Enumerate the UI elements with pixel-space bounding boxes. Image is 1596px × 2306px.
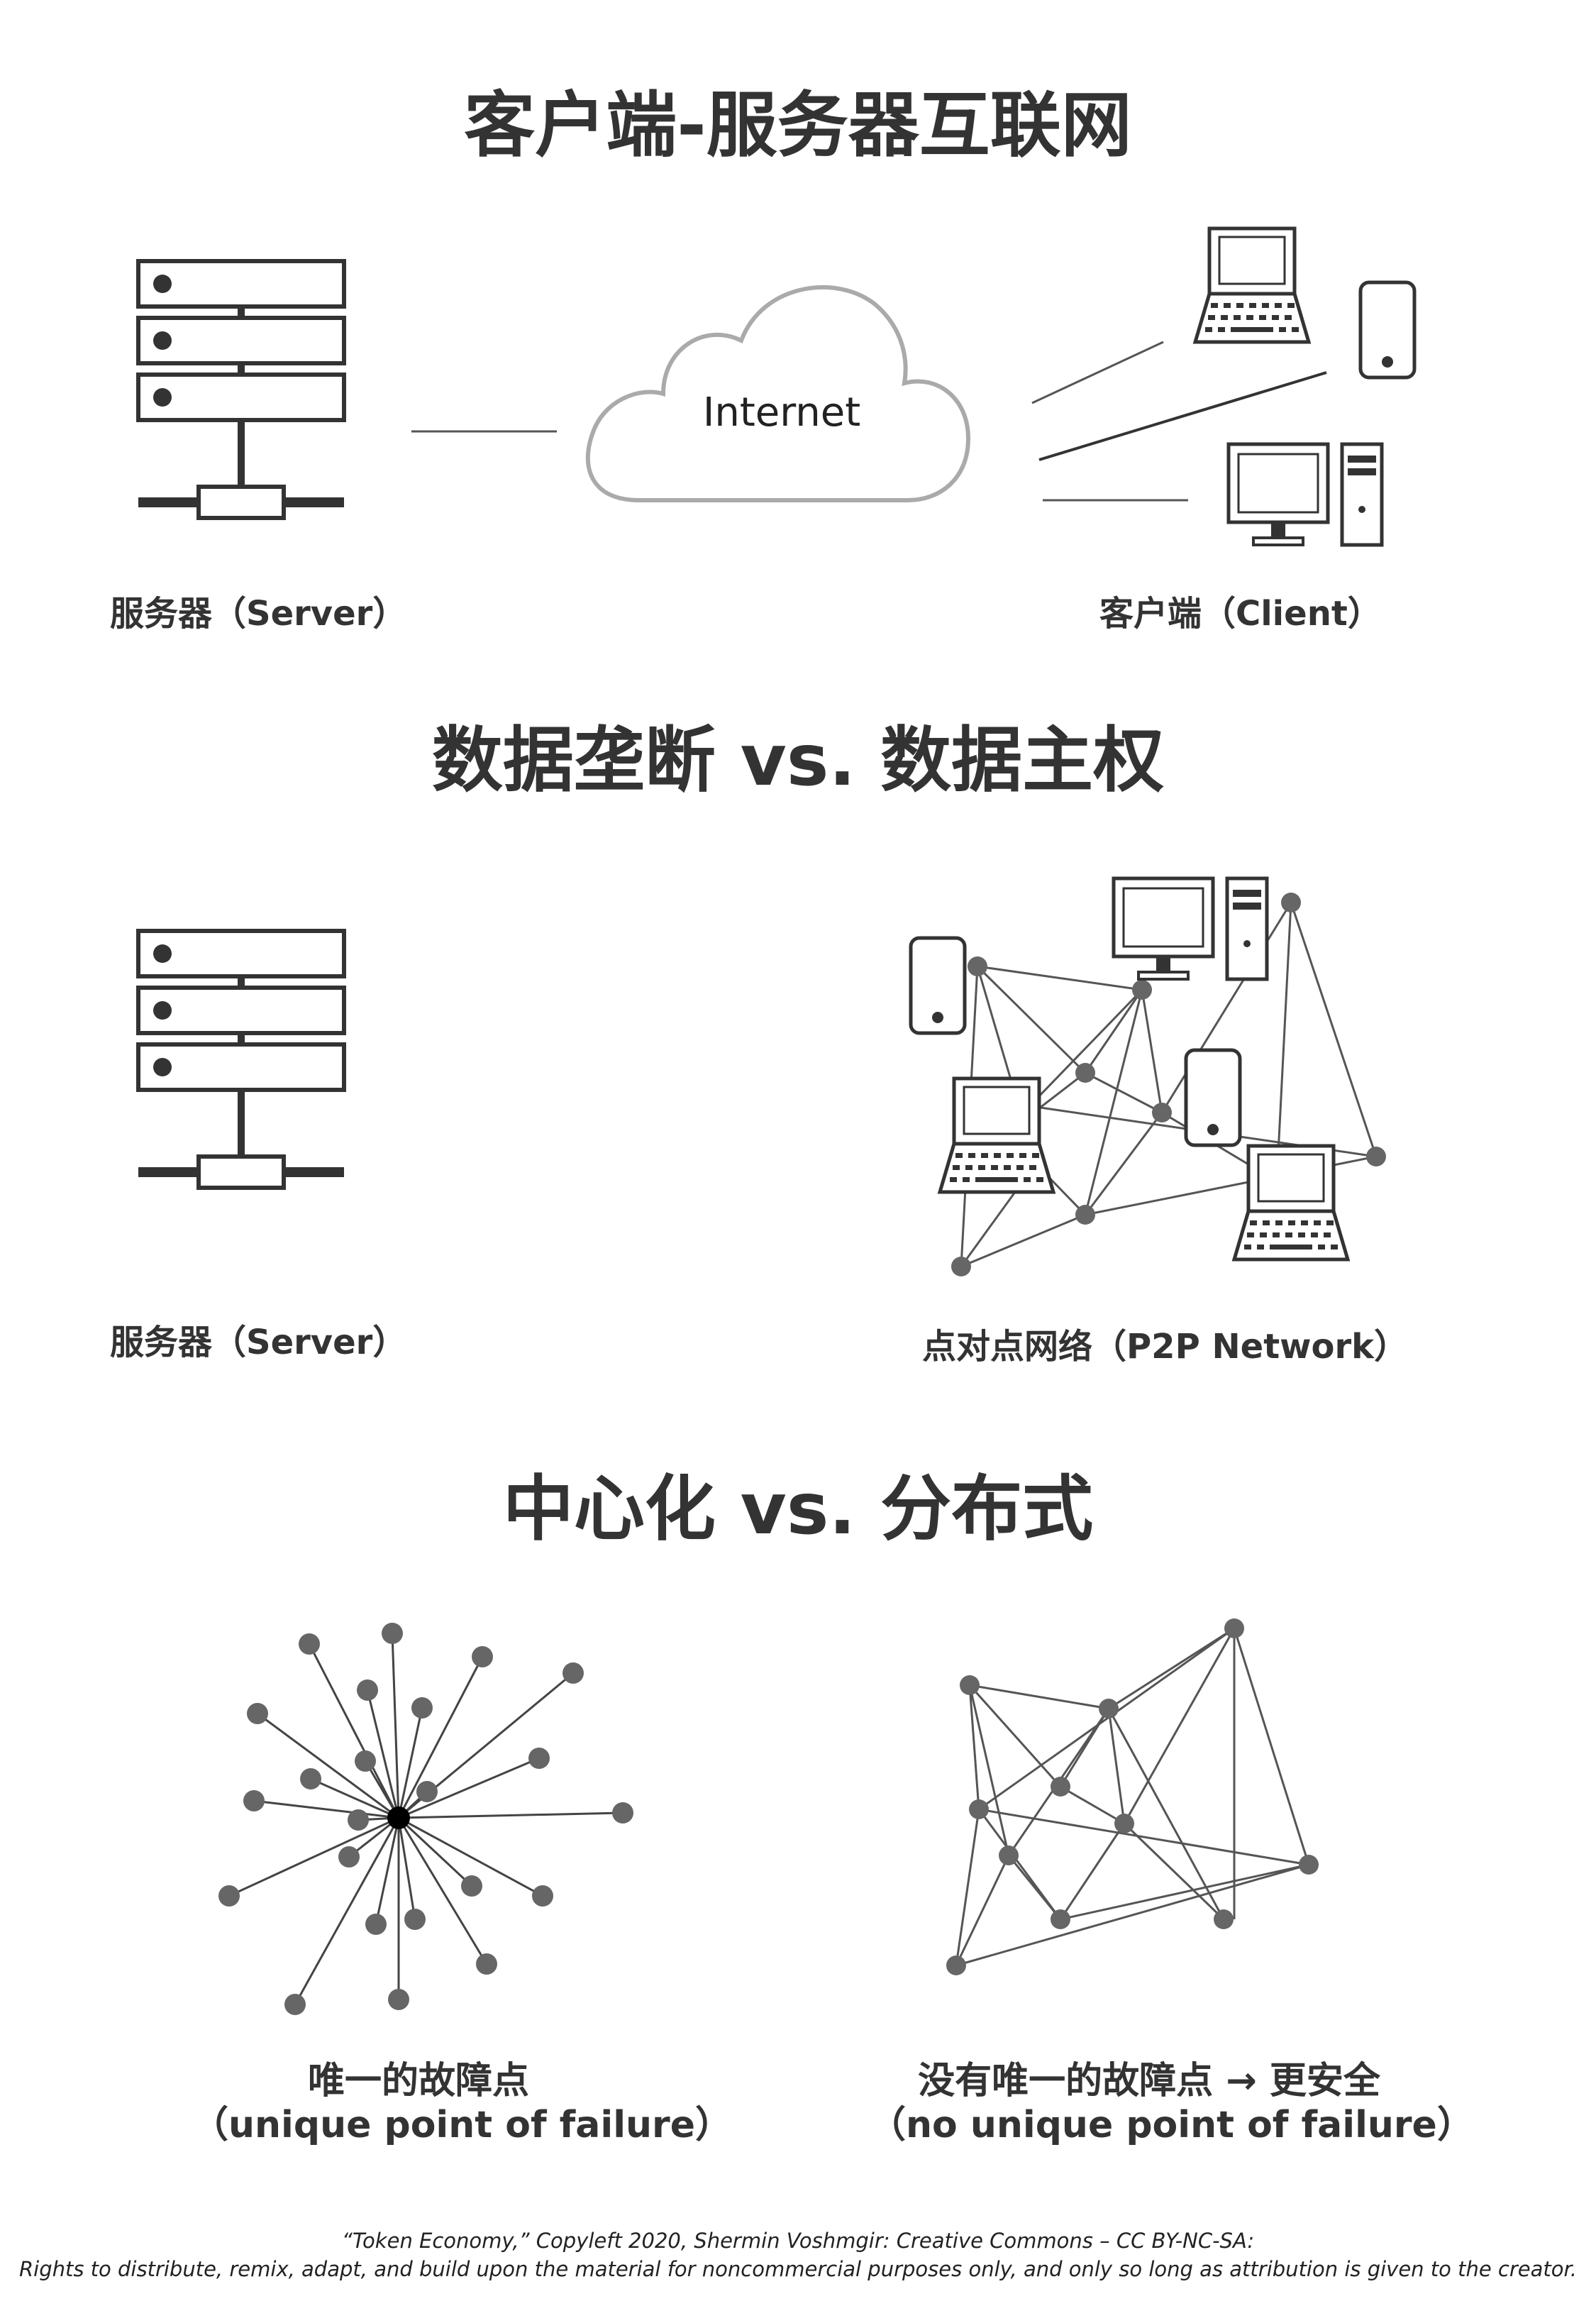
title-data-monopoly: 数据垄断 vs. 数据主权 [431,719,1165,802]
no-single-failure-caption-line2: （no unique point of failure） [869,2104,1474,2146]
cloud-icon [585,285,971,502]
distributed-mesh [946,1618,1319,1975]
p2p-network [911,878,1386,1276]
connector-line [1031,341,1164,404]
desktop-icon [1229,444,1382,545]
phone-icon [911,938,965,1033]
title-client-server: 客户端-服务器互联网 [464,84,1132,167]
star-nodes [218,1623,633,2015]
cloud-label: Internet [703,390,860,436]
laptop-icon [940,1078,1053,1192]
footer-credit: “Token Economy,” Copyleft 2020, Shermin … [0,2227,1596,2283]
laptop-icon [1195,228,1309,342]
single-failure-caption: 唯一的故障点 （unique point of failure） [192,2059,732,2147]
connector-line [1038,371,1327,461]
phone-icon [1361,282,1414,377]
no-single-failure-caption-line1: 没有唯一的故障点 → 更安全 [918,2060,1380,2102]
server-caption: 服务器（Server） [110,594,407,634]
p2p-nodes [951,893,1386,1276]
single-failure-caption-line2: （unique point of failure） [192,2104,732,2146]
mesh-nodes [946,1618,1319,1975]
single-failure-caption-line1: 唯一的故障点 [307,2060,529,2102]
no-single-failure-caption: 没有唯一的故障点 → 更安全 （no unique point of failu… [869,2059,1474,2147]
star-spokes [228,1633,624,2005]
mesh-edges [955,1627,1310,1967]
laptop-icon [1234,1146,1348,1259]
p2p-caption: 点对点网络（P2P Network） [922,1327,1409,1367]
server-icon [138,931,344,1188]
footer-line-1: “Token Economy,” Copyleft 2020, Shermin … [341,2229,1255,2253]
title-centralized-distributed: 中心化 vs. 分布式 [502,1467,1094,1550]
phone-icon [1186,1050,1240,1145]
footer-line-2: Rights to distribute, remix, adapt, and … [18,2257,1577,2281]
central-hub-node [387,1806,410,1829]
server-caption-2: 服务器（Server） [110,1323,407,1362]
centralized-star [218,1623,633,2015]
client-caption: 客户端（Client） [1099,594,1382,634]
server-icon [138,261,344,518]
desktop-icon [1114,878,1267,979]
